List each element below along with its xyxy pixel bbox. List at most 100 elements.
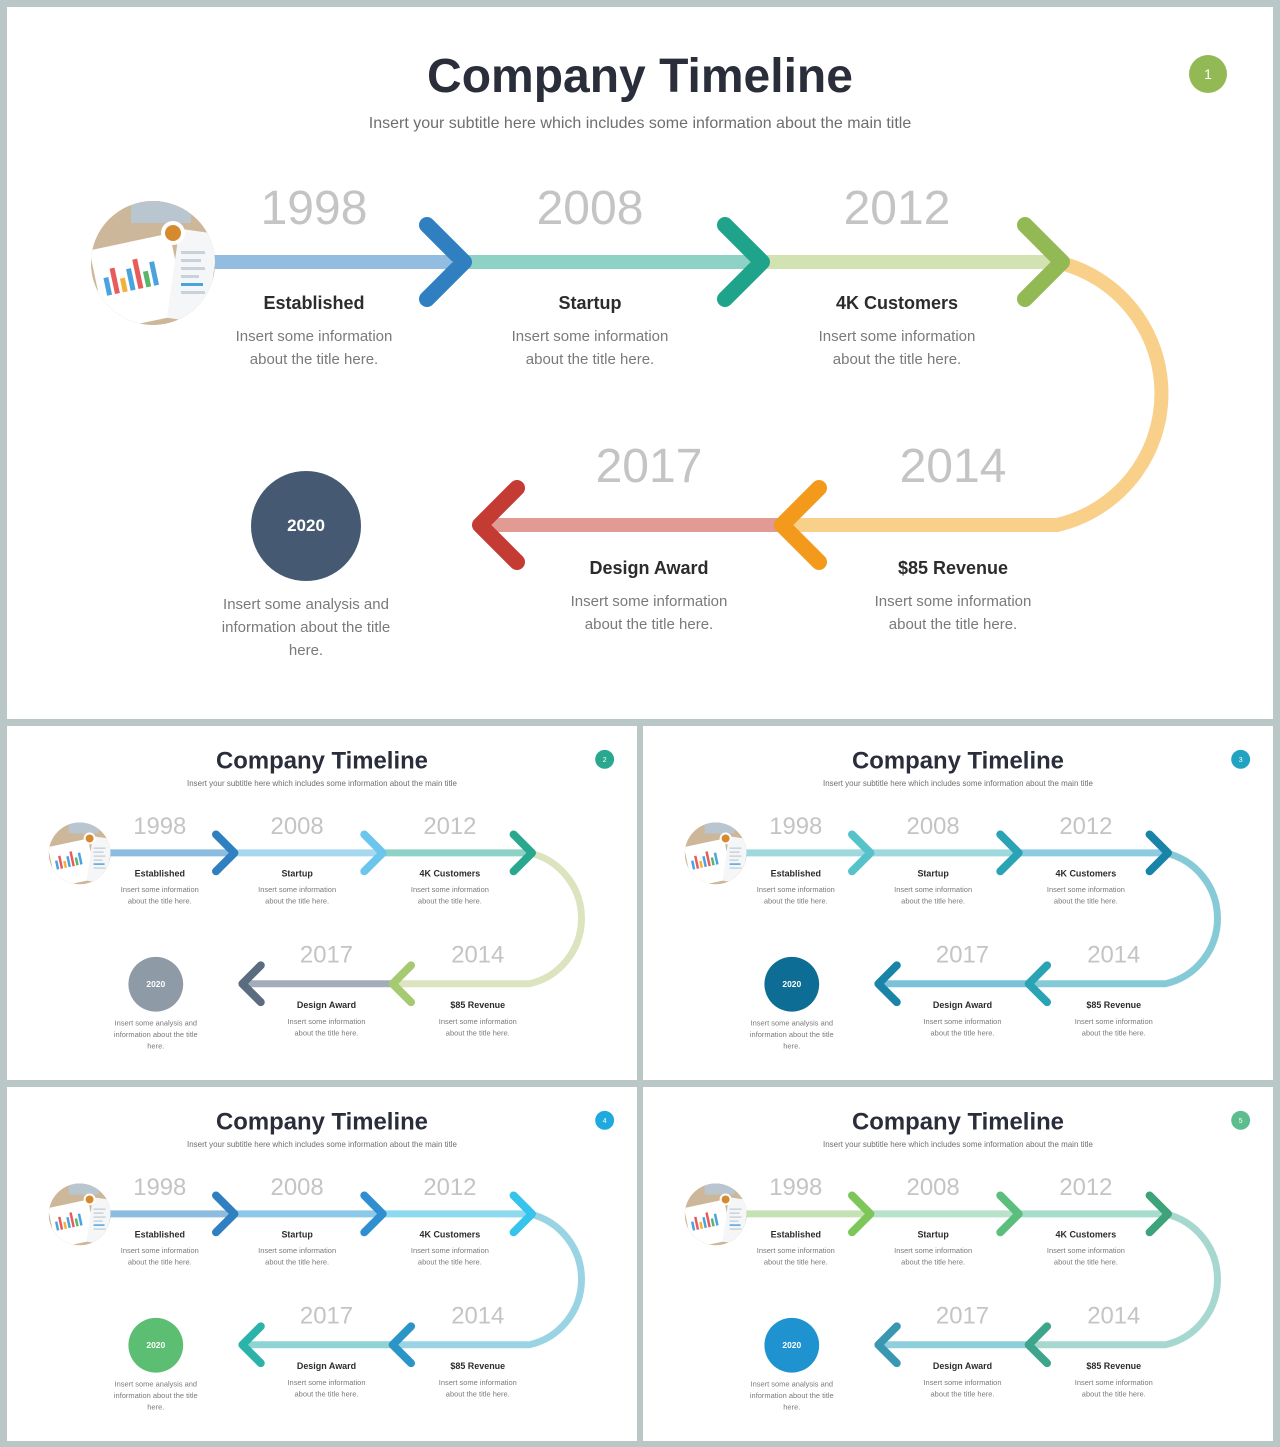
- milestone-year: 1998: [260, 182, 368, 235]
- arrow-1-icon: [212, 830, 239, 876]
- milestone-desc: Insert some information about the title …: [894, 1246, 973, 1267]
- arrow-4-icon: [774, 480, 827, 570]
- milestone-desc: Insert some information about the title …: [894, 885, 973, 906]
- milestone-year: 2012: [423, 1174, 477, 1201]
- milestone-desc: Insert some information about the title …: [1074, 1017, 1153, 1038]
- arrow-5-icon: [874, 1322, 901, 1368]
- slide-subtitle: Insert your subtitle here which includes…: [187, 1140, 457, 1150]
- milestone-year: 2017: [299, 1302, 354, 1329]
- arrow-3-icon: [509, 1191, 536, 1237]
- milestone-year: 2008: [270, 813, 324, 840]
- slide-content: Company Timeline Insert your subtitle he…: [7, 726, 637, 1080]
- slide-content: Company Timeline Insert your subtitle he…: [643, 726, 1273, 1080]
- page-number-badge: 5: [1231, 1110, 1251, 1130]
- milestone-title: Startup: [917, 1229, 949, 1240]
- arrow-3-icon: [509, 830, 536, 876]
- milestone-title: Established: [263, 293, 365, 313]
- milestone-year: 2017: [595, 440, 703, 493]
- milestone-year: 2008: [906, 813, 960, 840]
- milestone-year: 2008: [906, 1174, 960, 1201]
- milestone-year: 2014: [1087, 941, 1141, 968]
- final-desc: Insert some analysis and information abo…: [113, 1019, 198, 1051]
- milestone-desc: Insert some information about the title …: [923, 1017, 1002, 1038]
- slide-content: Company Timeline Insert your subtitle he…: [7, 7, 1273, 719]
- slide-2: Company Timeline Insert your subtitle he…: [7, 726, 637, 1080]
- slide-5: Company Timeline Insert your subtitle he…: [643, 1087, 1273, 1441]
- milestone-desc: Insert some information about the title …: [438, 1378, 517, 1399]
- desk-photo-image: [48, 822, 111, 885]
- timeline-segment-4: [1031, 1210, 1221, 1349]
- slide-title: Company Timeline: [852, 1108, 1064, 1135]
- milestone-year: 1998: [133, 813, 187, 840]
- milestone-desc: Insert some information about the title …: [438, 1017, 517, 1038]
- milestone-year: 1998: [133, 1174, 187, 1201]
- arrow-1-icon: [848, 1191, 875, 1237]
- arrow-4-icon: [1024, 961, 1052, 1007]
- timeline-path: [207, 217, 1169, 570]
- desk-photo-image: [684, 1183, 747, 1246]
- milestone-title: Startup: [281, 868, 313, 879]
- page-number-badge: 3: [1231, 749, 1251, 769]
- milestone-title: Startup: [917, 868, 949, 879]
- arrow-2-icon: [996, 1191, 1023, 1237]
- arrow-4-icon: [1024, 1322, 1052, 1368]
- slide-title: Company Timeline: [216, 1108, 428, 1135]
- milestone-title: $85 Revenue: [1086, 1000, 1142, 1011]
- arrow-1-icon: [848, 830, 875, 876]
- arrow-3-icon: [1145, 830, 1172, 876]
- final-desc: Insert some analysis and information abo…: [221, 596, 391, 659]
- timeline-segment-4: [1031, 849, 1221, 988]
- arrow-2-icon: [996, 830, 1023, 876]
- milestone-desc: Insert some information about the title …: [120, 1246, 199, 1267]
- milestone-title: 4K Customers: [419, 868, 481, 879]
- page-number-badge: 1: [1189, 55, 1227, 93]
- milestone-title: 4K Customers: [835, 293, 959, 313]
- arrow-5-icon: [238, 961, 265, 1007]
- slide-1: Company Timeline Insert your subtitle he…: [7, 7, 1273, 719]
- slide-subtitle: Insert your subtitle here which includes…: [823, 779, 1093, 789]
- milestone-title: Established: [770, 868, 821, 879]
- slide-content: Company Timeline Insert your subtitle he…: [7, 1087, 637, 1441]
- arrow-5-icon: [874, 961, 901, 1007]
- slide-subtitle: Insert your subtitle here which includes…: [368, 115, 912, 132]
- page-number-badge: 2: [595, 749, 615, 769]
- milestone-desc: Insert some information about the title …: [287, 1017, 366, 1038]
- milestone-title: Established: [134, 868, 185, 879]
- slide-title: Company Timeline: [852, 747, 1064, 774]
- arrow-1-icon: [212, 1191, 239, 1237]
- milestone-year: 2012: [1059, 1174, 1113, 1201]
- slide-title: Company Timeline: [427, 50, 853, 103]
- milestone-title: 4K Customers: [1055, 868, 1117, 879]
- milestone-desc: Insert some information about the title …: [923, 1378, 1002, 1399]
- final-year-circle: 2020: [128, 956, 184, 1012]
- milestone-year: 2014: [451, 1302, 505, 1329]
- milestone-desc: Insert some information about the title …: [120, 885, 199, 906]
- milestone-desc: Insert some information about the title …: [235, 328, 393, 368]
- milestone-title: 4K Customers: [1055, 1229, 1117, 1240]
- milestone-year: 2014: [1087, 1302, 1141, 1329]
- final-desc: Insert some analysis and information abo…: [113, 1380, 198, 1412]
- timeline-path: [742, 830, 1221, 1007]
- milestone-desc: Insert some information about the title …: [570, 593, 728, 633]
- milestone-year: 2017: [935, 941, 990, 968]
- slide-4: Company Timeline Insert your subtitle he…: [7, 1087, 637, 1441]
- final-year-circle: 2020: [251, 471, 361, 581]
- milestone-title: Established: [134, 1229, 185, 1240]
- milestone-title: $85 Revenue: [450, 1361, 506, 1372]
- milestone-title: Startup: [558, 293, 622, 313]
- milestone-year: 2008: [270, 1174, 324, 1201]
- milestone-desc: Insert some information about the title …: [818, 328, 976, 368]
- timeline-path: [106, 1191, 585, 1368]
- milestone-title: Established: [770, 1229, 821, 1240]
- milestone-year: 1998: [769, 1174, 823, 1201]
- timeline-segment-4: [395, 849, 585, 988]
- milestone-year: 2008: [536, 182, 644, 235]
- milestone-desc: Insert some information about the title …: [410, 885, 489, 906]
- milestone-year: 2014: [899, 440, 1007, 493]
- arrow-3-icon: [1145, 1191, 1172, 1237]
- timeline-segment-4: [787, 255, 1169, 532]
- arrow-2-icon: [360, 830, 387, 876]
- milestone-year: 2012: [843, 182, 951, 235]
- milestone-desc: Insert some information about the title …: [1046, 885, 1125, 906]
- milestone-title: $85 Revenue: [1086, 1361, 1142, 1372]
